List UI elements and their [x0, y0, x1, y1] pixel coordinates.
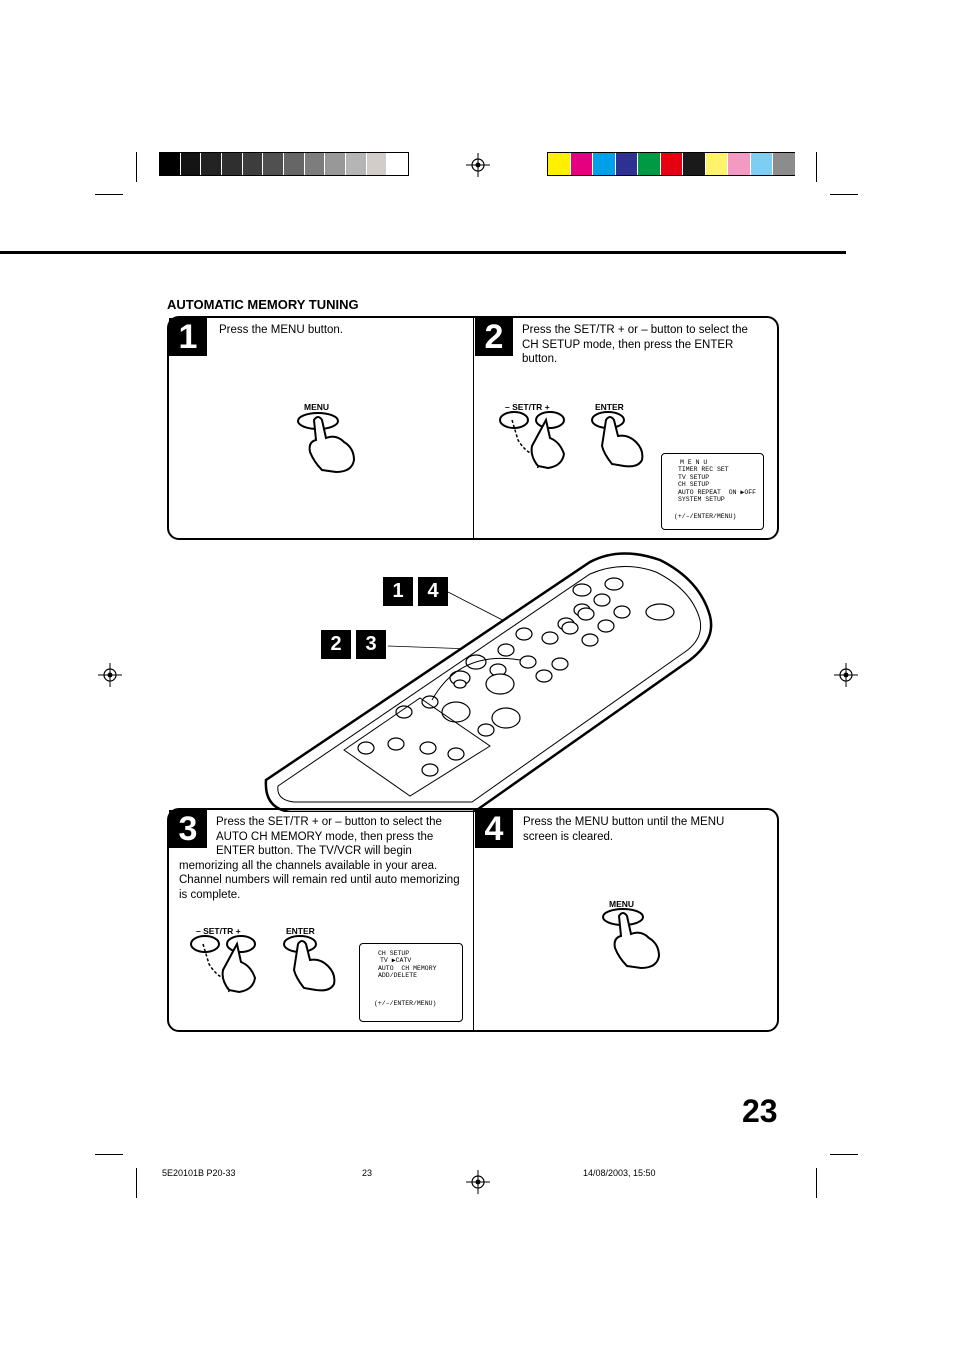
color-swatch: [593, 153, 615, 175]
enter-button-label: ENTER: [286, 926, 315, 936]
set-tr-button-label: – SET/TR +: [196, 926, 241, 936]
osd-ch-setup-screen: CH SETUP TV ▶CATV AUTO CH MEMORY ADD/DEL…: [359, 943, 463, 1022]
panel-divider: [473, 318, 474, 538]
plus-icon: +: [233, 926, 241, 936]
step-number: 1: [169, 318, 207, 356]
crop-mark: [136, 1168, 137, 1198]
registration-mark-icon: [834, 663, 858, 687]
finger-press-set-tr-icon: [190, 935, 257, 994]
footer-page: 23: [362, 1168, 373, 1178]
crop-mark: [816, 1168, 817, 1198]
color-swatch: [660, 153, 683, 175]
set-tr-button-label: – SET/TR +: [505, 402, 550, 412]
gray-scale-bar: [159, 152, 409, 176]
crop-mark: [830, 1154, 858, 1155]
color-swatch: [263, 153, 283, 175]
crop-mark: [830, 194, 858, 195]
step-2-text: Press the SET/TR + or – button to select…: [522, 324, 748, 365]
finger-press-menu-icon: [602, 908, 661, 970]
color-swatch: [366, 153, 387, 175]
registration-mark-icon: [466, 153, 490, 177]
osd-line: AUTO CH MEMORY: [378, 964, 437, 972]
step-3-text-line: memorizing all the channels available in…: [179, 859, 438, 872]
set-tr-label-text: SET/TR: [512, 402, 543, 412]
crop-mark: [816, 152, 817, 182]
color-swatch: [638, 153, 660, 175]
footer-date: 14/08/2003, 15:50: [583, 1168, 656, 1178]
color-swatch: [222, 153, 242, 175]
panel-divider: [473, 810, 474, 1030]
menu-button-label: MENU: [609, 899, 635, 909]
steps-3-4-panel: [167, 808, 779, 1032]
osd-line: (+/–/ENTER/MENU): [674, 513, 737, 521]
osd-line: CH SETUP: [378, 950, 410, 957]
remote-control-illustration: [264, 552, 713, 812]
color-swatch: [346, 153, 366, 175]
step-number: 4: [475, 810, 513, 848]
color-swatch: [750, 153, 773, 175]
osd-line: TIMER REC SET: [678, 466, 729, 474]
finger-press-set-tr-icon: [499, 411, 566, 470]
step-3-text-line: Channel numbers will remain red until au…: [179, 874, 460, 886]
color-swatch: [773, 153, 795, 175]
crop-mark: [136, 152, 137, 182]
registration-mark-icon: [466, 1170, 490, 1194]
callout-step-box: 2: [321, 630, 351, 659]
osd-line: M E N U: [680, 459, 708, 466]
finger-press-enter-icon: [283, 935, 336, 992]
callout-step-box: 3: [356, 630, 386, 659]
footer-code: 5E20101B P20-33: [162, 1168, 236, 1178]
osd-line: AUTO REPEAT ON ▶OFF: [678, 488, 757, 496]
color-swatch: [570, 153, 593, 175]
plus-icon: +: [542, 402, 550, 412]
step-3-text-line: is complete.: [179, 888, 241, 901]
osd-line: (+/–/ENTER/MENU): [374, 999, 437, 1007]
color-swatch: [180, 153, 201, 175]
step-number: 2: [475, 318, 513, 356]
color-swatch: [304, 153, 325, 175]
section-title: AUTOMATIC MEMORY TUNING: [167, 297, 359, 312]
finger-press-menu-icon: [297, 412, 356, 474]
osd-line: ADD/DELETE: [378, 972, 418, 980]
finger-press-enter-icon: [591, 411, 644, 468]
top-rule: [0, 251, 846, 254]
color-swatch: [387, 153, 407, 175]
color-swatch: [615, 153, 638, 175]
color-swatch: [242, 153, 263, 175]
color-swatch: [683, 153, 705, 175]
osd-line: TV SETUP: [678, 473, 710, 481]
color-swatch: [325, 153, 345, 175]
minus-icon: –: [196, 926, 204, 936]
page-number: 23: [742, 1093, 778, 1129]
callout-step-box: 1: [383, 577, 413, 606]
set-tr-label-text: SET/TR: [203, 926, 234, 936]
color-swatch: [160, 153, 180, 175]
enter-button-label: ENTER: [595, 402, 624, 412]
color-bar: [547, 152, 795, 176]
minus-icon: –: [505, 402, 513, 412]
step-1-text: Press the MENU button.: [219, 324, 343, 336]
step-3-text-line: ENTER button. The TV/VCR will begin: [216, 845, 412, 857]
osd-line: TV ▶CATV: [380, 957, 412, 965]
step-3-text-line: Press the SET/TR + or – button to select…: [216, 816, 442, 828]
color-swatch: [728, 153, 750, 175]
osd-line: SYSTEM SETUP: [678, 496, 725, 504]
registration-mark-icon: [98, 663, 122, 687]
step-3-text-line: AUTO CH MEMORY mode, then press the: [216, 830, 434, 843]
color-swatch: [201, 153, 221, 175]
color-swatch: [548, 153, 570, 175]
color-swatch: [705, 153, 728, 175]
crop-mark: [95, 1154, 123, 1155]
step-number: 3: [169, 810, 207, 848]
step-4-text: Press the MENU button until the MENU scr…: [523, 816, 725, 843]
menu-button-label: MENU: [304, 402, 330, 412]
color-swatch: [284, 153, 304, 175]
osd-menu-screen: M E N U TIMER REC SET TV SETUP CH SETUP …: [661, 453, 764, 530]
crop-mark: [95, 194, 123, 195]
callout-step-box: 4: [418, 577, 448, 606]
osd-line: CH SETUP: [678, 481, 710, 489]
steps-1-2-panel: [167, 316, 779, 540]
